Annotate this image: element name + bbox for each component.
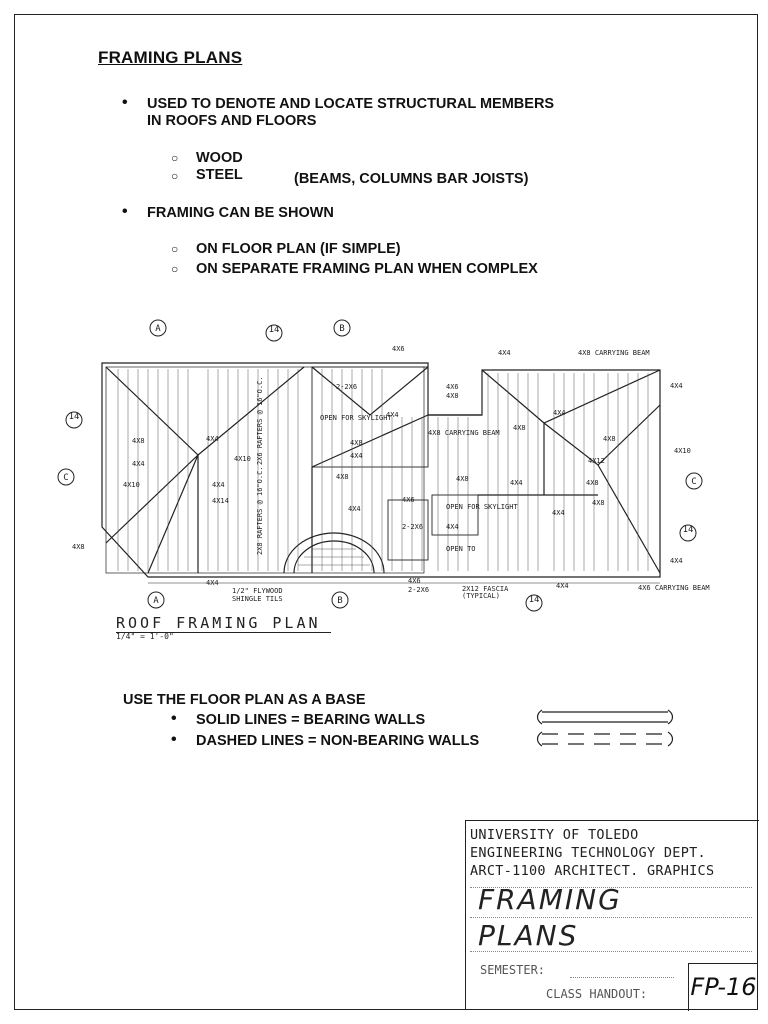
class-handout-label: CLASS HANDOUT: — [546, 987, 648, 1001]
sheet-border — [14, 14, 758, 1010]
label-4x4: 4X4 — [670, 557, 683, 565]
label-carrying-beam-mid: 4X8 CARRYING BEAM — [428, 429, 500, 437]
label-4x4: 4X4 — [348, 505, 361, 513]
label-typical: (TYPICAL) — [462, 592, 500, 600]
label-2-2x6: 2-2X6 — [402, 523, 423, 531]
circle-bullet: ○ — [171, 151, 179, 165]
bullet-dot: • — [171, 710, 177, 727]
grid-bubble-c-right: C — [691, 477, 696, 487]
label-4x8: 4X8 — [603, 435, 616, 443]
page-heading: FRAMING PLANS — [98, 48, 243, 67]
sub-wood: WOOD — [196, 150, 243, 166]
sheet-number: FP-16 — [688, 963, 758, 1011]
label-4x8: 4X8 — [456, 475, 469, 483]
label-4x4: 4X4 — [552, 509, 565, 517]
bullet2: FRAMING CAN BE SHOWN — [147, 205, 334, 221]
label-open-skylight-2: OPEN FOR SKYLIGHT — [446, 503, 518, 511]
grid-bubble-c-left: C — [63, 473, 68, 483]
usage-line2: SOLID LINES = BEARING WALLS — [196, 712, 426, 728]
label-4x4: 4X4 — [553, 409, 566, 417]
bullet1-line1: USED TO DENOTE AND LOCATE STRUCTURAL MEM… — [147, 96, 555, 112]
label-4x8: 4X8 — [592, 499, 605, 507]
title-block: UNIVERSITY OF TOLEDO ENGINEERING TECHNOL… — [465, 820, 759, 1011]
divider — [470, 917, 752, 918]
label-4x8: 4X8 — [586, 479, 599, 487]
label-4x4: 4X4 — [670, 382, 683, 390]
label-4x4: 4X4 — [350, 452, 363, 460]
label-rafters-2x8: 2X8 RAFTERS @ 16"O.C. — [256, 466, 264, 555]
roof-framing-drawing: A 14 B 14 C C 14 A B 14 4X6 4X4 4X8 CARR… — [57, 319, 710, 612]
steel-note: (BEAMS, COLUMNS BAR JOISTS) — [294, 171, 529, 187]
label-4x6: 4X6 — [446, 383, 459, 391]
circle-bullet: ○ — [171, 169, 179, 183]
title-block-course: ARCT-1100 ARCHITECT. GRAPHICS — [470, 863, 715, 879]
label-2-2x6: 2-2X6 — [408, 586, 429, 594]
label-4x4: 4X4 — [510, 479, 523, 487]
label-rafters-2x6: 2X6 RAFTERS @ 16"O.C. — [256, 376, 264, 465]
sub-separate: ON SEPARATE FRAMING PLAN WHEN COMPLEX — [196, 261, 538, 277]
label-4x6: 4X6 — [402, 496, 415, 504]
divider — [470, 951, 752, 952]
grid-bubble-14-bottom: 14 — [529, 595, 540, 605]
grid-bubble-b-bottom: B — [337, 596, 342, 606]
break-mark-right — [667, 709, 674, 725]
sub-steel: STEEL — [196, 167, 243, 183]
label-open-to: OPEN TO — [446, 545, 476, 553]
label-4x8: 4X8 — [132, 437, 145, 445]
label-4x14: 4X14 — [212, 497, 229, 505]
label-4x4: 4X4 — [206, 435, 219, 443]
label-4x4: 4X4 — [206, 579, 219, 587]
label-4x8: 4X8 — [336, 473, 349, 481]
label-4x4: 4X4 — [498, 349, 511, 357]
grid-bubble-14-left: 14 — [69, 412, 80, 422]
title-block-title1: FRAMING — [478, 883, 622, 916]
bullet-dot: • — [122, 203, 128, 220]
semester-label: SEMESTER: — [480, 963, 546, 977]
label-carrying-beam-bottom: 4X6 CARRYING BEAM — [638, 584, 710, 592]
circle-bullet: ○ — [171, 262, 179, 276]
label-4x8: 4X8 — [350, 439, 363, 447]
wall-line-legend — [536, 709, 674, 747]
grid-bubble-14: 14 — [269, 325, 280, 335]
label-4x4: 4X4 — [132, 460, 145, 468]
bullet-dot: • — [122, 94, 128, 111]
label-4x10: 4X10 — [674, 447, 691, 455]
break-mark-left — [536, 709, 543, 725]
drawing-scale: 1/4" = 1'-0" — [116, 632, 174, 641]
grid-bubble-14-right: 14 — [683, 525, 694, 535]
label-4x8: 4X8 — [513, 424, 526, 432]
usage-line1: USE THE FLOOR PLAN AS A BASE — [123, 692, 366, 708]
label-carrying-beam-top: 4X8 CARRYING BEAM — [578, 349, 650, 357]
label-fascia: 2X12 FASCIA — [462, 585, 509, 593]
grid-bubble-b-top: B — [339, 324, 344, 334]
sub-floor: ON FLOOR PLAN (IF SIMPLE) — [196, 241, 401, 257]
label-4x4: 4X4 — [386, 411, 399, 419]
bullet1-line2: IN ROOFS AND FLOORS — [147, 113, 317, 129]
label-4x10-4x8: 4X10 — [123, 481, 140, 489]
label-4x12: 4X12 — [588, 457, 605, 465]
label-shingle: SHINGLE TILS — [232, 595, 283, 603]
title-block-department: ENGINEERING TECHNOLOGY DEPT. — [470, 845, 706, 861]
usage-line3: DASHED LINES = NON-BEARING WALLS — [196, 733, 480, 749]
label-4x8: 4X8 — [446, 392, 459, 400]
label-4x4: 4X4 — [446, 523, 459, 531]
label-flywood: 1/2" FLYWOOD — [232, 587, 283, 595]
label-4x6: 4X6 — [392, 345, 405, 353]
grid-bubble-a-top: A — [155, 324, 161, 334]
label-4x8: 4X8 — [72, 543, 85, 551]
semester-field — [570, 977, 674, 978]
title-block-title2: PLANS — [478, 919, 579, 952]
divider — [470, 887, 752, 888]
drawing-title: ROOF FRAMING PLAN — [116, 614, 331, 633]
label-open-skylight: OPEN FOR SKYLIGHT — [320, 414, 392, 422]
label-4x4: 4X4 — [212, 481, 225, 489]
bullet-dot: • — [171, 731, 177, 748]
label-4x6: 4X6 — [408, 577, 421, 585]
grid-bubble-a-bottom: A — [153, 596, 159, 606]
label-2-2x6: 2-2X6 — [336, 383, 357, 391]
circle-bullet: ○ — [171, 242, 179, 256]
title-block-university: UNIVERSITY OF TOLEDO — [470, 827, 639, 843]
label-4x10: 4X10 — [234, 455, 251, 463]
label-4x4: 4X4 — [556, 582, 569, 590]
